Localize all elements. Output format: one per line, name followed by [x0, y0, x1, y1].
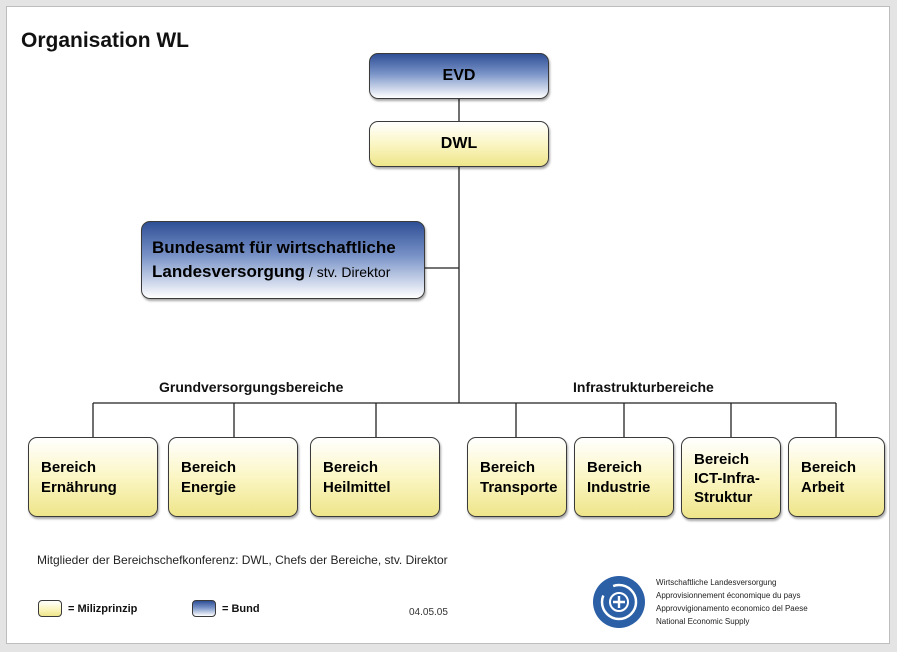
org-name-fr: Approvisionnement économique du pays [656, 591, 801, 600]
bereich-arbeit-line1: Bereich [801, 459, 857, 476]
connector-lines [92, 99, 837, 437]
bundesamt-line2-bold: Landesversorgung [152, 262, 306, 281]
bereich-industrie-line1: Bereich [587, 459, 643, 476]
bereich-energie-box: Bereich Energie [168, 437, 298, 517]
bereich-heilmittel-box: Bereich Heilmittel [310, 437, 440, 517]
dwl-box: DWL [369, 121, 549, 167]
evd-box: EVD [369, 53, 549, 99]
bundesamt-line2: Landesversorgung / stv. Direktor [152, 260, 424, 284]
bereich-ernaehrung-line1: Bereich [41, 459, 97, 476]
date-label: 04.05.05 [409, 607, 448, 618]
bereich-transporte-line1: Bereich [480, 459, 536, 476]
page-title: Organisation WL [21, 29, 189, 52]
bereich-transporte-box: Bereich Transporte [467, 437, 567, 517]
legend-label-bund: = Bund [222, 603, 260, 615]
bereich-transporte-line2: Transporte [480, 479, 558, 496]
legend-label-miliz: = Milizprinzip [68, 603, 138, 615]
org-name-it: Approvvigionamento economico del Paese [656, 604, 808, 613]
bereich-arbeit-box: Bereich Arbeit [788, 437, 885, 517]
footer-note: Mitglieder der Bereichschefkonferenz: DW… [37, 553, 448, 567]
evd-label: EVD [442, 67, 476, 84]
bereich-heilmittel-line2: Heilmittel [323, 479, 391, 496]
bereich-ict-line2: ICT-Infra- [694, 470, 760, 487]
org-name-en: National Economic Supply [656, 617, 750, 626]
dwl-label: DWL [440, 135, 478, 152]
bereich-ernaehrung-box: Bereich Ernährung [28, 437, 158, 517]
bereich-energie-line2: Energie [181, 479, 237, 496]
bereich-ict-box: Bereich ICT-Infra- Struktur [681, 437, 781, 519]
bereich-arbeit-line2: Arbeit [801, 479, 845, 496]
bereich-industrie-line2: Industrie [587, 479, 651, 496]
bereich-ernaehrung-line2: Ernährung [41, 479, 117, 496]
org-name-de: Wirtschaftliche Landesversorgung [656, 578, 777, 587]
bereich-heilmittel-line1: Bereich [323, 459, 379, 476]
circle-emblem-icon [593, 576, 645, 628]
legend-swatch-bund [192, 600, 216, 617]
slide: Organisation WL EVD DWL Bundesamt für wi… [6, 6, 890, 644]
bereich-industrie-box: Bereich Industrie [574, 437, 674, 517]
bundesamt-suffix: / stv. Direktor [305, 264, 391, 280]
bundesamt-line1: Bundesamt für wirtschaftliche [152, 238, 396, 257]
group-label-infrastruktur: Infrastrukturbereiche [573, 379, 714, 395]
legend-swatch-miliz [38, 600, 62, 617]
bereich-ict-line1: Bereich [694, 451, 750, 468]
bundesamt-box: Bundesamt für wirtschaftliche Landesvers… [141, 221, 425, 299]
bereich-ict-line3: Struktur [694, 489, 753, 506]
group-label-grundversorgung: Grundversorgungsbereiche [159, 379, 344, 395]
bereich-energie-line1: Bereich [181, 459, 237, 476]
